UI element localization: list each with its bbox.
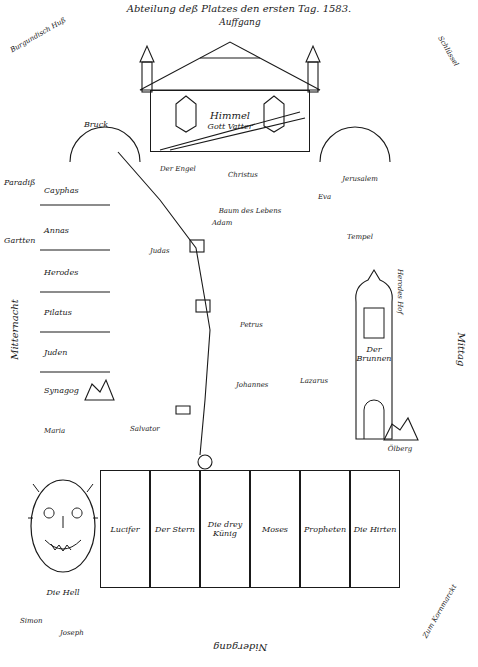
small-table — [176, 406, 190, 414]
place-label: Joseph — [60, 629, 84, 638]
place-label: Juden — [44, 348, 67, 357]
stage-box: Der Stern — [150, 470, 200, 588]
node-heading: Lucifer — [109, 524, 140, 535]
divider — [40, 371, 110, 372]
divider — [40, 331, 110, 332]
stage-box: Die Hirten — [350, 470, 400, 588]
place-label: Tempel — [347, 233, 373, 242]
stage-box: Die drey Künig — [200, 470, 250, 588]
stage-box: Propheten — [300, 470, 350, 588]
hell-rays — [28, 484, 98, 518]
corner-tower — [308, 62, 318, 92]
place-label: Ölberg — [388, 445, 412, 454]
hell-face — [44, 508, 82, 551]
place-label: Eva — [318, 193, 331, 202]
place-label: Burgundisch Huß — [9, 15, 68, 54]
compass-label: Mitternacht — [10, 299, 19, 360]
node-heading: Moses — [261, 524, 289, 535]
place-label: Annas — [44, 226, 69, 235]
heaven-house: HimmelGott Vatter — [150, 90, 310, 152]
place-label: Pilatus — [44, 308, 72, 317]
divider — [40, 291, 110, 292]
place-label: Cayphas — [44, 186, 79, 195]
place-label: Synagog — [44, 386, 79, 395]
node-heading: Die Hirten — [353, 524, 398, 535]
place-label: Bruck — [84, 120, 108, 129]
corner-tower — [142, 62, 152, 92]
node-heading: Der Stern — [154, 524, 196, 535]
rock — [384, 418, 418, 440]
node-heading: Himmel — [209, 110, 251, 121]
place-label: Zum Kornmarckt — [421, 583, 459, 640]
place-label: Maria — [44, 427, 65, 436]
place-label: Simon — [20, 617, 42, 626]
node-heading: Die Hell — [45, 587, 80, 598]
spire — [140, 46, 154, 62]
place-label: Herodes — [44, 268, 78, 277]
roof — [140, 42, 320, 90]
stage-box: Lucifer — [100, 470, 150, 588]
arch — [320, 127, 390, 162]
place-label: Judas — [150, 247, 170, 256]
place-label: Petrus — [240, 321, 263, 330]
plan-title: Abteilung deß Platzes den ersten Tag. 15… — [0, 3, 478, 14]
place-label: Schlüssel — [436, 34, 461, 68]
tower-door — [364, 400, 384, 439]
stage-box: Moses — [250, 470, 300, 588]
small-house — [196, 300, 210, 312]
hell-circle — [31, 480, 95, 572]
place-label: Der Engel — [160, 165, 196, 174]
divider — [40, 204, 110, 205]
place-label: Herodes Hof — [395, 268, 404, 313]
small-house — [190, 240, 204, 252]
compass-label: Mittag — [458, 333, 467, 367]
place-label: Gartten — [4, 236, 35, 245]
place-label: Jerusalem — [342, 175, 378, 184]
roof-line — [200, 57, 260, 58]
rock — [85, 380, 114, 400]
compass-label: Nidergang — [213, 643, 267, 652]
arch — [70, 127, 140, 162]
lantern — [176, 96, 196, 132]
place-label: Salvator — [130, 425, 160, 434]
place-label: Baum des Lebens — [219, 207, 282, 216]
place-label: Johannes — [236, 381, 268, 390]
fountain-tower: Der Brunnen — [352, 268, 396, 440]
node-heading: Die drey Künig — [201, 519, 249, 539]
node-heading: Der Brunnen — [352, 344, 396, 364]
stair — [170, 118, 305, 150]
tower-window — [364, 308, 384, 338]
path-line — [118, 152, 210, 455]
place-label: Christus — [228, 171, 258, 180]
compass-label: Auffgang — [219, 18, 260, 27]
hell-outline — [28, 478, 98, 598]
divider — [40, 249, 110, 250]
place-label: Adam — [212, 219, 232, 228]
place-label: Lazarus — [300, 377, 328, 386]
hell-mouth: Die Hell — [28, 478, 98, 598]
node-heading: Propheten — [303, 524, 347, 535]
place-label: Paradiß — [4, 178, 35, 187]
node-text: Gott Vatter — [207, 121, 254, 132]
spire — [306, 46, 320, 62]
well-circle — [198, 455, 212, 469]
